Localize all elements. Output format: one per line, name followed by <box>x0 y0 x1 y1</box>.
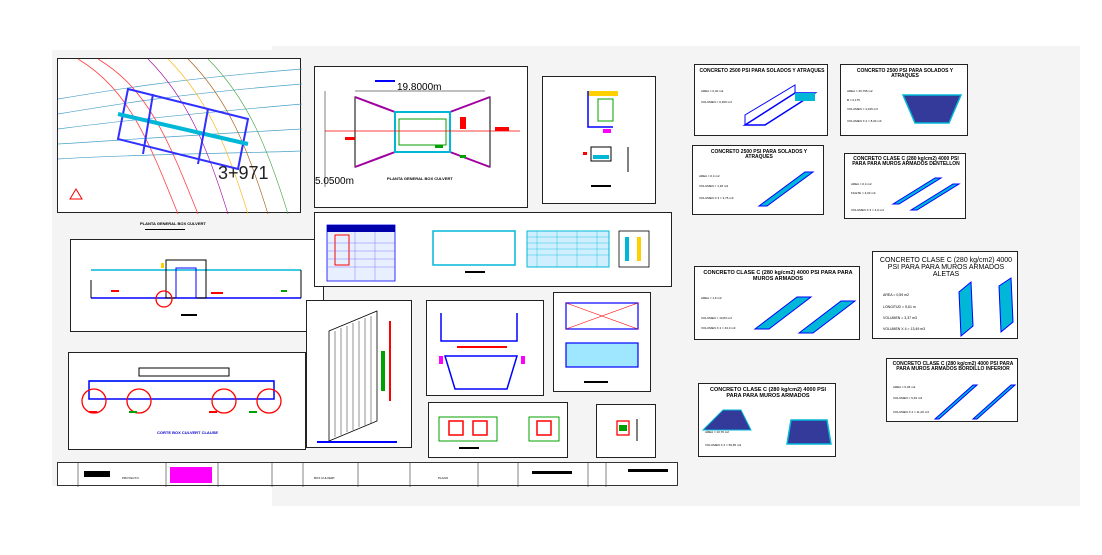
panel-note: AREA = 10,76 m2 <box>705 430 729 434</box>
plan-view-drawing <box>324 80 520 187</box>
joint-detail-frame <box>428 402 568 458</box>
station-label: 3+971 <box>218 163 269 183</box>
panel-title: CONCRETO 2500 PSI PARA SOLADOS Y ATRAQUE… <box>699 68 825 74</box>
plan-view-caption: PLANTA GENERAL BOX CULVERT <box>387 176 453 181</box>
section-bb-frame: CORTE BOX CULVERT CLAUSE <box>68 352 306 450</box>
panel-note: VOLUMEN = 10,83 m3 <box>701 316 732 320</box>
slab-detail-frame <box>553 292 651 392</box>
panel-note: VOLUMEN X 2 = 59,65 m3 <box>705 443 742 447</box>
panel-note: AREA = 0,4 m2 <box>851 182 872 186</box>
panel-note: VOLUMEN X 3 = 3,76 m3 <box>699 196 734 200</box>
schedule-drawing <box>326 224 650 282</box>
panel-note: AREA = 0,4 m2 <box>699 174 720 178</box>
panel-title: CONCRETO CLASE C (280 kg/cm2) 4000 PSI P… <box>709 387 827 399</box>
concrete-panel-3: CONCRETO 2500 PSI PARA SOLADOS Y ATRAQUE… <box>692 145 824 215</box>
panel-title: CONCRETO CLASE C (280 kg/cm2) 4000 PSI P… <box>892 361 1014 372</box>
schedule-frame <box>314 212 672 287</box>
concrete-panel-8: CONCRETO CLASE C (280 kg/cm2) 4000 PSI P… <box>886 358 1018 422</box>
caption-underline <box>145 229 185 230</box>
title-cell-project: PROYECTO <box>122 476 139 480</box>
panel-note: LONGITUD = 5,61 m <box>883 305 916 309</box>
slab-detail-drawing <box>565 302 639 383</box>
wall-section-drawing <box>701 409 832 445</box>
site-plan-caption: PLANTA GENERAL BOX CULVERT <box>140 221 206 226</box>
aletas-drawing <box>958 277 1014 338</box>
panel-note: VOLUMEN = 4,015 m3 <box>847 107 878 111</box>
concrete-panel-2: CONCRETO 2500 PSI PARA SOLADOS Y ATRAQUE… <box>840 64 968 136</box>
panel-note: AREA = 0,36 m2 <box>893 385 916 389</box>
title-block: PROYECTO BOX CULVERT PLANO <box>57 462 678 487</box>
section-detail-drawing <box>439 313 525 390</box>
title-block-grid <box>77 463 668 487</box>
section-aa-drawing <box>90 259 302 316</box>
joint-detail-drawing <box>438 416 560 449</box>
concrete-panel-6: CONCRETO CLASE C (280 kg/cm2) 4000 PSI P… <box>872 251 1018 339</box>
beam-iso-drawing <box>757 171 815 207</box>
panel-note: AREA = 46,795 m2 <box>847 89 873 93</box>
dim-width-label: 5.0500m <box>315 176 354 187</box>
section-bb-drawing <box>81 367 282 414</box>
site-plan-drawing: 3+971 <box>57 58 303 215</box>
concrete-panel-4: CONCRETO CLASE C (280 kg/cm2) 4000 PSI P… <box>844 153 966 219</box>
panel-note: VOLUMEN X 4 = 13,49 m3 <box>883 327 926 331</box>
panel-note: FILETE = 3,03 m3 <box>851 191 876 195</box>
rebar-frame <box>306 300 412 448</box>
concrete-panel-1: CONCRETO 2500 PSI PARA SOLADOS Y ATRAQUE… <box>694 64 828 136</box>
dentellon-drawing <box>891 177 961 211</box>
panel-note: AREA = 0,59 m2 <box>883 293 909 297</box>
rebar-drawing <box>317 310 397 443</box>
slab-iso-drawing <box>742 84 818 126</box>
detail-drawing-1 <box>583 91 629 187</box>
panel-note: VOLUMEN = 0,450 m3 <box>701 100 732 104</box>
panel-title: CONCRETO CLASE C (280 kg/cm2) 4000 PSI P… <box>703 270 853 282</box>
section-caption: CORTE BOX CULVERT CLAUSE <box>157 430 219 435</box>
small-detail-frame <box>596 404 656 458</box>
panel-title: CONCRETO 2500 PSI PARA SOLADOS Y ATRAQUE… <box>710 149 808 160</box>
bordillo-drawing <box>933 384 1017 420</box>
small-detail-drawing <box>616 419 638 441</box>
panel-note: VOLUMEN X 2 = 8,03 m3 <box>847 119 882 123</box>
panel-note: VOLUMEN = 3,37 m3 <box>883 316 917 320</box>
panel-note: VOLUMEN = 5,63 m3 <box>893 396 923 400</box>
trapezoid-drawing <box>901 94 963 124</box>
panel-title: CONCRETO CLASE C (280 kg/cm2) 4000 PSI P… <box>879 257 1013 278</box>
panel-note: B = 0,175 <box>847 98 860 102</box>
concrete-panel-5: CONCRETO CLASE C (280 kg/cm2) 4000 PSI P… <box>694 266 860 340</box>
title-cell-sheet: PLANO <box>438 476 449 480</box>
detail-frame-1 <box>542 76 656 204</box>
panel-note: VOLUMEN X 2 = 11,26 m3 <box>893 410 929 414</box>
panel-note: VOLUMEN X 4 = 43,3 m3 <box>701 326 736 330</box>
section-detail-frame <box>426 300 544 396</box>
plan-view-frame: 19.8000m 5.0500m PLANTA GENERAL BOX CULV… <box>314 66 528 208</box>
panel-title: CONCRETO CLASE C (280 kg/cm2) 4000 PSI P… <box>852 156 960 167</box>
section-aa-frame <box>70 239 324 332</box>
panel-title: CONCRETO 2500 PSI PARA SOLADOS Y ATRAQUE… <box>856 68 954 79</box>
wall-iso-drawing <box>753 296 857 334</box>
concrete-panel-7: CONCRETO CLASE C (280 kg/cm2) 4000 PSI P… <box>698 383 836 457</box>
panel-note: AREA = 1,6 m2 <box>701 296 722 300</box>
panel-note: VOLUMEN = 1,18 m3 <box>699 184 729 188</box>
panel-note: AREA = 0,40 m2 <box>701 89 724 93</box>
title-cell-name: BOX CULVERT <box>314 476 335 480</box>
panel-note: VOLUMEN X 3 = 4,0 m3 <box>851 208 884 212</box>
site-plan-frame: 3+971 <box>57 58 303 215</box>
dim-length-label: 19.8000m <box>397 82 442 93</box>
